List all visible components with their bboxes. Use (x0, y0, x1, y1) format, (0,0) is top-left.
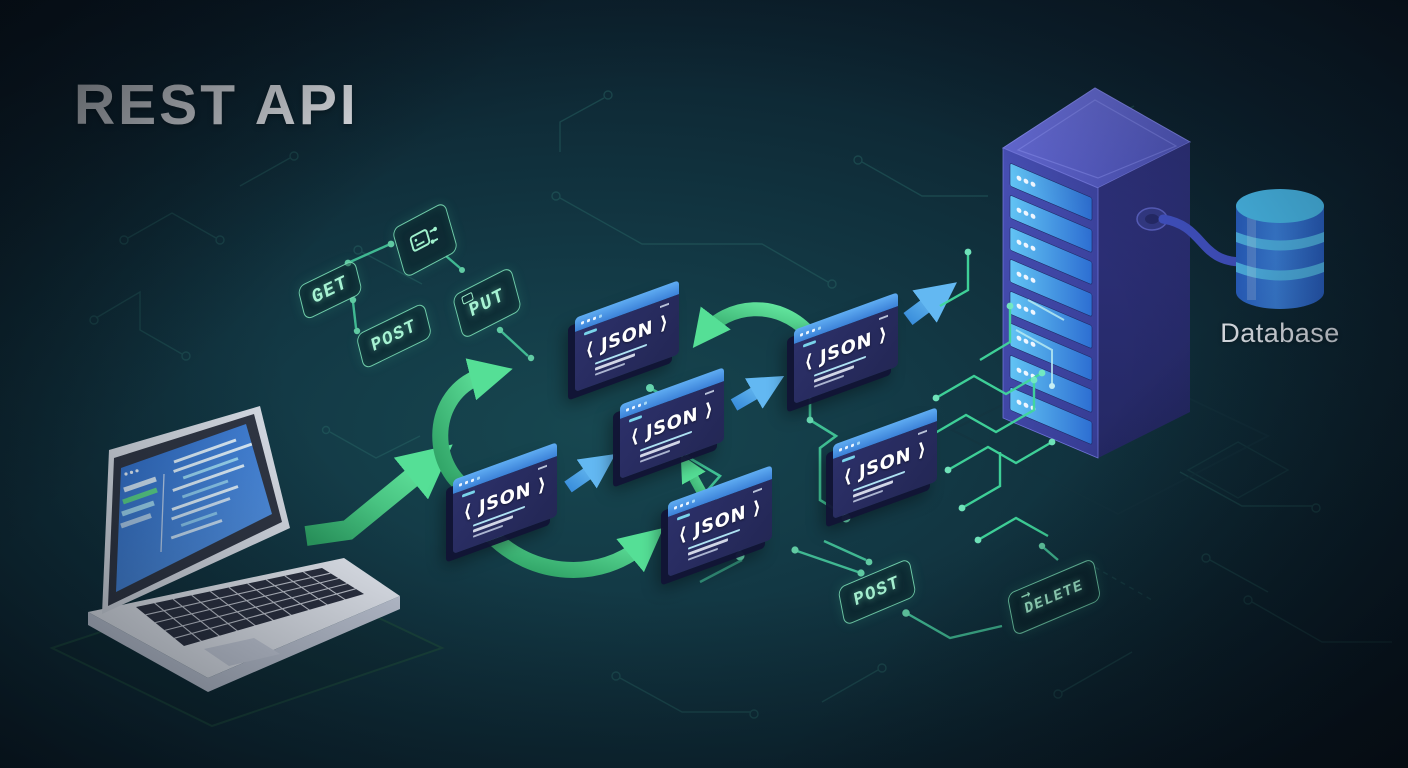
decorative-dash (462, 489, 475, 498)
arrow-blue-2 (730, 375, 785, 411)
badge-put-label: PUT (466, 283, 508, 323)
arrow-blue-1 (564, 453, 616, 493)
page-title: REST API (74, 73, 359, 137)
database-label: Database (1220, 318, 1340, 348)
decorative-dash (842, 454, 855, 463)
arrow-curve-left (692, 302, 814, 349)
terminal-exchange-icon (409, 226, 439, 252)
decorative-tick (879, 314, 888, 321)
arrow-blue-to-server (903, 282, 957, 325)
arrow-right-icon: ⟶ (1020, 586, 1031, 605)
decorative-tick (918, 429, 927, 436)
database-cylinder-top (1236, 189, 1324, 223)
decorative-tick (753, 487, 762, 494)
decorative-tick (538, 464, 547, 471)
arrow-laptop-to-json (304, 444, 453, 546)
decorative-dash (629, 414, 642, 423)
decorative-tick (705, 389, 714, 396)
server-tower (1001, 87, 1192, 459)
decorative-dash (803, 339, 816, 348)
server-side-face (1098, 142, 1190, 458)
decorative-dash (584, 327, 597, 336)
decorative-dash (677, 512, 690, 521)
arrow-swoosh-down (484, 527, 664, 578)
decorative-tick (660, 302, 669, 309)
